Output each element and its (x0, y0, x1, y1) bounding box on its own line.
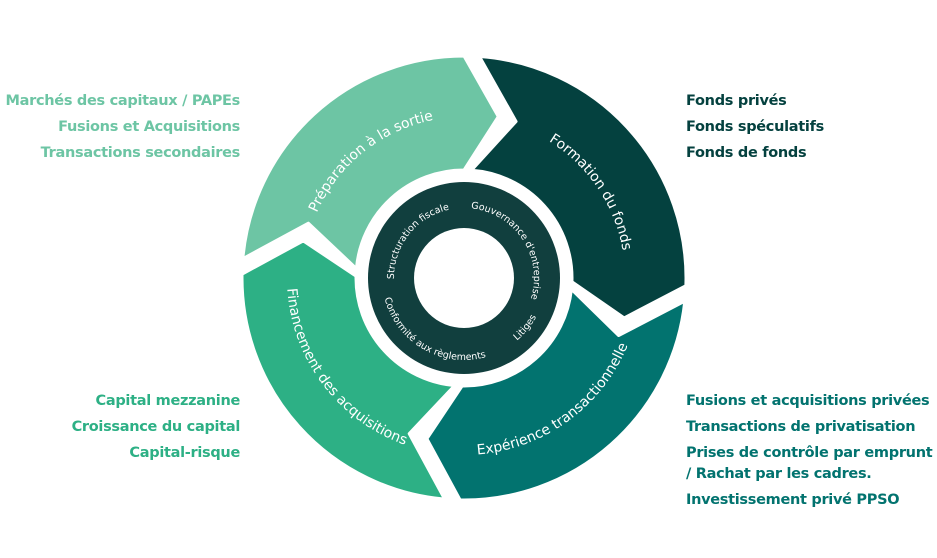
list-item: Fonds privés (686, 93, 787, 109)
list-item: Marchés des capitaux / PAPEs (5, 93, 241, 109)
segment-transactional-experience (425, 287, 687, 502)
list-item: Capital mezzanine (95, 393, 241, 409)
segment-acquisition-financing (240, 239, 457, 501)
list-item: Fonds spéculatifs (686, 119, 824, 135)
list-item: Fonds de fonds (686, 145, 807, 161)
list-item: Fusions et Acquisitions (58, 119, 240, 135)
list-item: Transactions de privatisation (686, 419, 916, 435)
list-item: Fusions et acquisitions privées (686, 393, 930, 409)
list-transactional-experience: Fusions et acquisitions privées Transact… (686, 388, 936, 513)
list-item: Transactions secondaires (40, 145, 241, 161)
list-item: Prises de contrôle par emprunt / Rachat … (686, 445, 933, 482)
list-exit-preparation: Marchés des capitaux / PAPEs Fusions et … (5, 88, 241, 166)
list-item: Croissance du capital (71, 419, 241, 435)
core-hole (414, 228, 514, 328)
segment-fund-formation (470, 55, 688, 320)
list-item: Investissement privé PPSO (686, 492, 900, 508)
list-item: Capital-risque (129, 445, 240, 461)
list-fund-formation: Fonds privés Fonds spéculatifs Fonds de … (686, 88, 824, 166)
segment-exit-preparation (241, 54, 500, 271)
list-acquisition-financing: Capital mezzanine Croissance du capital … (71, 388, 241, 466)
